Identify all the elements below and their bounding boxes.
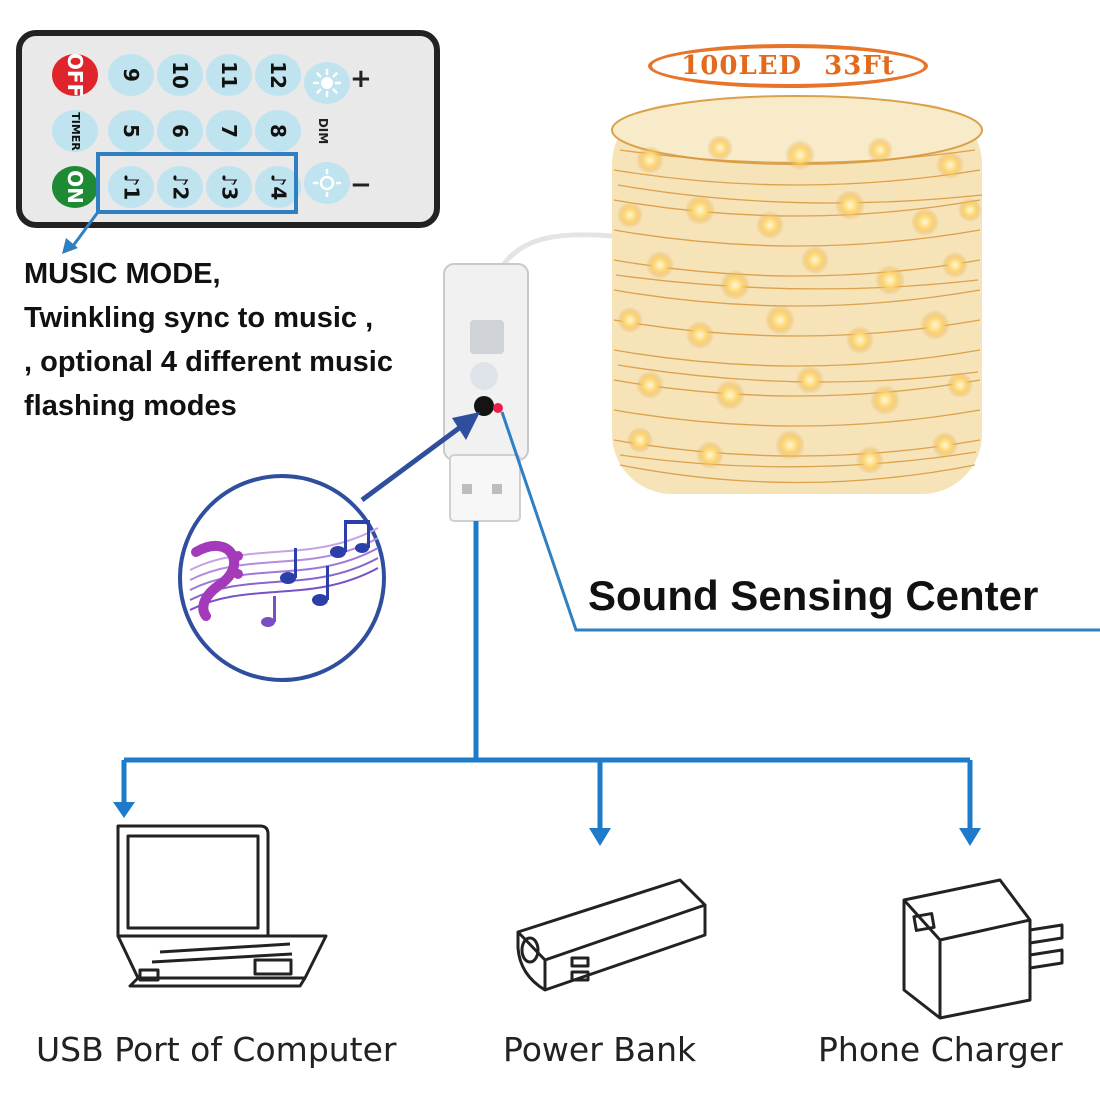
remote-button-timer: TIMER	[52, 110, 98, 152]
sound-sensing-pointer	[500, 411, 1100, 632]
bass-clef-icon	[191, 541, 240, 621]
music-mode-line-4: flashing modes	[24, 390, 237, 422]
music-notes-circle	[178, 474, 386, 682]
music-note-icons	[261, 520, 370, 627]
remote-button-10: 10	[157, 54, 203, 96]
remote-button-music-3: ♪3	[206, 166, 252, 208]
remote-button-music-1: ♪1	[108, 166, 154, 208]
remote-button-11: 11	[206, 54, 252, 96]
device-label-usb-port: USB Port of Computer	[36, 1030, 397, 1069]
usb-plug	[449, 454, 521, 522]
power-bank-icon	[516, 878, 707, 992]
device-label-power-bank: Power Bank	[503, 1030, 697, 1069]
brightness-up-button	[304, 62, 350, 104]
sound-sensing-label: Sound Sensing Center	[588, 572, 1039, 619]
remote-button-off: OFF	[52, 53, 98, 97]
music-mode-caption: MUSIC MODE, Twinkling sync to music , , …	[24, 252, 444, 428]
sun-icon	[312, 68, 342, 98]
device-label-phone-charger: Phone Charger	[818, 1030, 1063, 1069]
remote-button-7: 7	[206, 110, 252, 152]
sun-dim-icon	[312, 168, 342, 198]
music-mode-line-2: Twinkling sync to music ,	[24, 302, 374, 334]
remote-button-5: 5	[108, 110, 154, 152]
remote-button-8: 8	[255, 110, 301, 152]
fairy-light-coil	[611, 95, 983, 494]
music-mode-pointer-head	[62, 238, 78, 254]
remote-button-music-4: ♪4	[255, 166, 301, 208]
remote-button-12: 12	[255, 54, 301, 96]
music-mode-line-1: MUSIC MODE,	[24, 258, 221, 290]
minus-label: −	[350, 170, 372, 200]
remote-control: OFF 9 10 11 12 TIMER 5 6 7 8 ON ♪1 ♪2 ♪3…	[16, 30, 440, 228]
remote-button-9: 9	[108, 54, 154, 96]
mic-pointer-line	[360, 417, 472, 503]
phone-charger-icon	[902, 878, 1064, 1020]
music-mode-line-3: , optional 4 different music	[24, 346, 393, 378]
mic-pointer-head	[452, 412, 480, 440]
music-buttons-highlight	[96, 152, 298, 214]
usb-controller	[443, 263, 529, 522]
distribution-arrowheads	[113, 802, 981, 846]
light-wire	[497, 232, 613, 272]
led-length-badge: 100LED 33Ft	[648, 44, 928, 88]
indicator-led	[493, 403, 503, 413]
remote-button-6: 6	[157, 110, 203, 152]
laptop-icon	[116, 824, 328, 988]
music-mode-pointer	[68, 211, 100, 251]
power-distribution-lines	[121, 521, 973, 832]
plus-label: +	[350, 64, 372, 94]
brightness-down-button	[304, 162, 350, 204]
microphone-sensor	[474, 396, 494, 416]
remote-button-on: ON	[52, 166, 98, 208]
remote-button-music-2: ♪2	[157, 166, 203, 208]
